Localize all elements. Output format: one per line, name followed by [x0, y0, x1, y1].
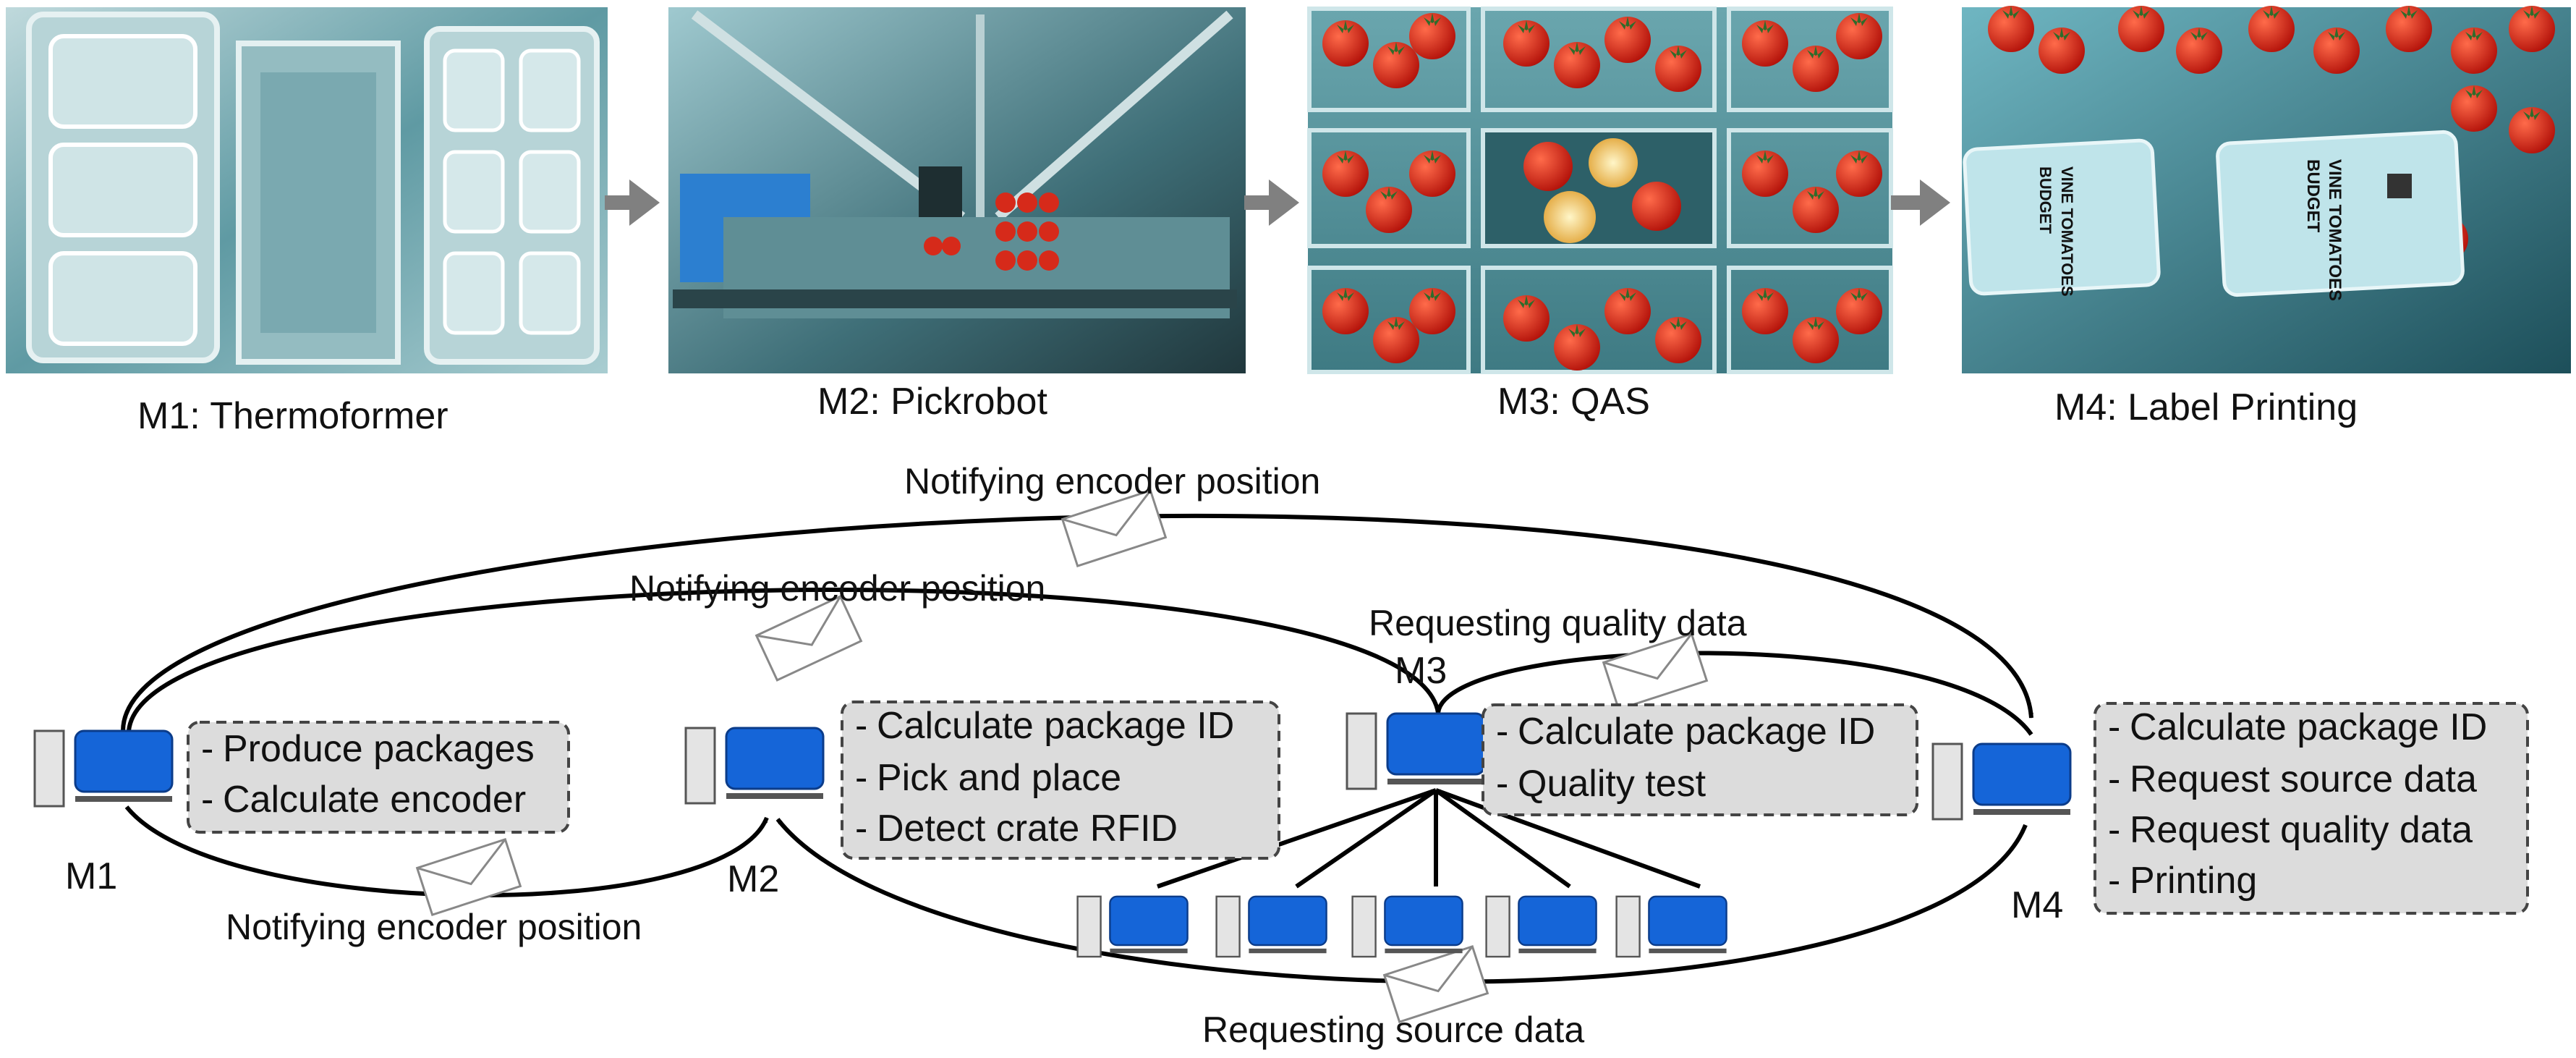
task-item: Calculate encoder — [223, 779, 526, 821]
computer-icon — [1215, 895, 1327, 958]
label-text-budget-2: BUDGET — [2303, 159, 2323, 233]
computer-icon-m1 — [33, 729, 174, 808]
task-bullet: - — [201, 728, 213, 770]
task-box-m4: Calculate package ID Request source data… — [2093, 702, 2529, 915]
message-m1-to-m3: Notifying encoder position — [629, 568, 1045, 609]
message-m4-to-m2: Requesting source data — [1202, 1010, 1584, 1050]
task-bullet: - — [855, 757, 867, 799]
task-bullet: - — [201, 779, 213, 821]
message-m1-to-m4: Notifying encoder position — [904, 461, 1320, 502]
arrow-m2-m3 — [1244, 179, 1299, 226]
label-text-budget: BUDGET — [2036, 166, 2054, 234]
envelope-icon — [415, 837, 522, 917]
envelope-icon — [1382, 944, 1489, 1024]
photo-thermoformer — [6, 7, 608, 373]
computer-icon — [1615, 895, 1727, 958]
task-box-m3: Calculate package ID Quality test - - — [1482, 703, 1918, 816]
photo-pickrobot — [668, 7, 1246, 373]
envelope-icon — [1602, 632, 1709, 711]
computer-icon — [1076, 895, 1189, 958]
machine-label-m4: M4 — [2011, 884, 2063, 926]
label-text-product-2: VINE TOMATOES — [2325, 159, 2345, 301]
task-item: Request source data — [2130, 758, 2477, 800]
task-item: Calculate package ID — [2130, 706, 2487, 748]
task-item: Request quality data — [2130, 809, 2473, 851]
task-item: Calculate package ID — [877, 705, 1234, 747]
task-item: Detect crate RFID — [877, 808, 1178, 850]
machine-label-m2: M2 — [727, 858, 779, 900]
computer-icon — [1351, 895, 1463, 958]
photo-label-printing: BUDGET VINE TOMATOES BUDGET VINE TOMATOE… — [1962, 6, 2571, 373]
task-item: Quality test — [1518, 763, 1706, 805]
task-bullet: - — [855, 705, 867, 747]
arrow-m1-to-m3 — [127, 588, 1440, 732]
task-bullet: - — [1496, 763, 1508, 805]
caption-m4: M4: Label Printing — [2054, 386, 2358, 428]
computer-icon-m3 — [1346, 712, 1486, 790]
envelope-icon — [754, 595, 863, 682]
envelope-icon — [1060, 488, 1168, 568]
task-item: Printing — [2130, 860, 2257, 902]
label-text-product: VINE TOMATOES — [2058, 166, 2076, 297]
sensor-links — [1157, 788, 1701, 889]
task-item: Pick and place — [877, 757, 1121, 799]
arrow-m4-to-m3 — [1436, 651, 2033, 736]
message-m4-to-m3: Requesting quality data — [1369, 603, 1747, 643]
machine-label-m1: M1 — [65, 855, 117, 897]
caption-m3: M3: QAS — [1497, 381, 1650, 423]
photo-flow-arrows — [605, 179, 1950, 226]
computer-icon — [1485, 895, 1597, 958]
sensor-computers — [1076, 895, 1727, 958]
task-item: Produce packages — [223, 728, 535, 770]
task-bullet: - — [855, 808, 867, 850]
message-m1-to-m2: Notifying encoder position — [226, 907, 642, 947]
task-item: Calculate package ID — [1518, 711, 1875, 753]
task-bullet: - — [2108, 860, 2120, 902]
computer-icon-m2 — [684, 727, 825, 805]
caption-m2: M2: Pickrobot — [817, 381, 1047, 423]
arrow-m1-m2 — [605, 179, 660, 226]
task-bullet: - — [2108, 758, 2120, 800]
caption-m1: M1: Thermoformer — [137, 395, 449, 437]
task-bullet: - — [2108, 706, 2120, 748]
photo-qas — [1307, 7, 1893, 374]
computer-icon-m4 — [1931, 742, 2072, 821]
machine-label-m3: M3 — [1395, 650, 1447, 692]
task-bullet: - — [2108, 809, 2120, 851]
arrow-m3-m4 — [1891, 179, 1950, 226]
task-bullet: - — [1496, 711, 1508, 753]
task-box-m1: Produce packages Calculate encoder - - — [187, 721, 570, 834]
task-box-m2: Calculate package ID Pick and place Dete… — [841, 701, 1280, 860]
